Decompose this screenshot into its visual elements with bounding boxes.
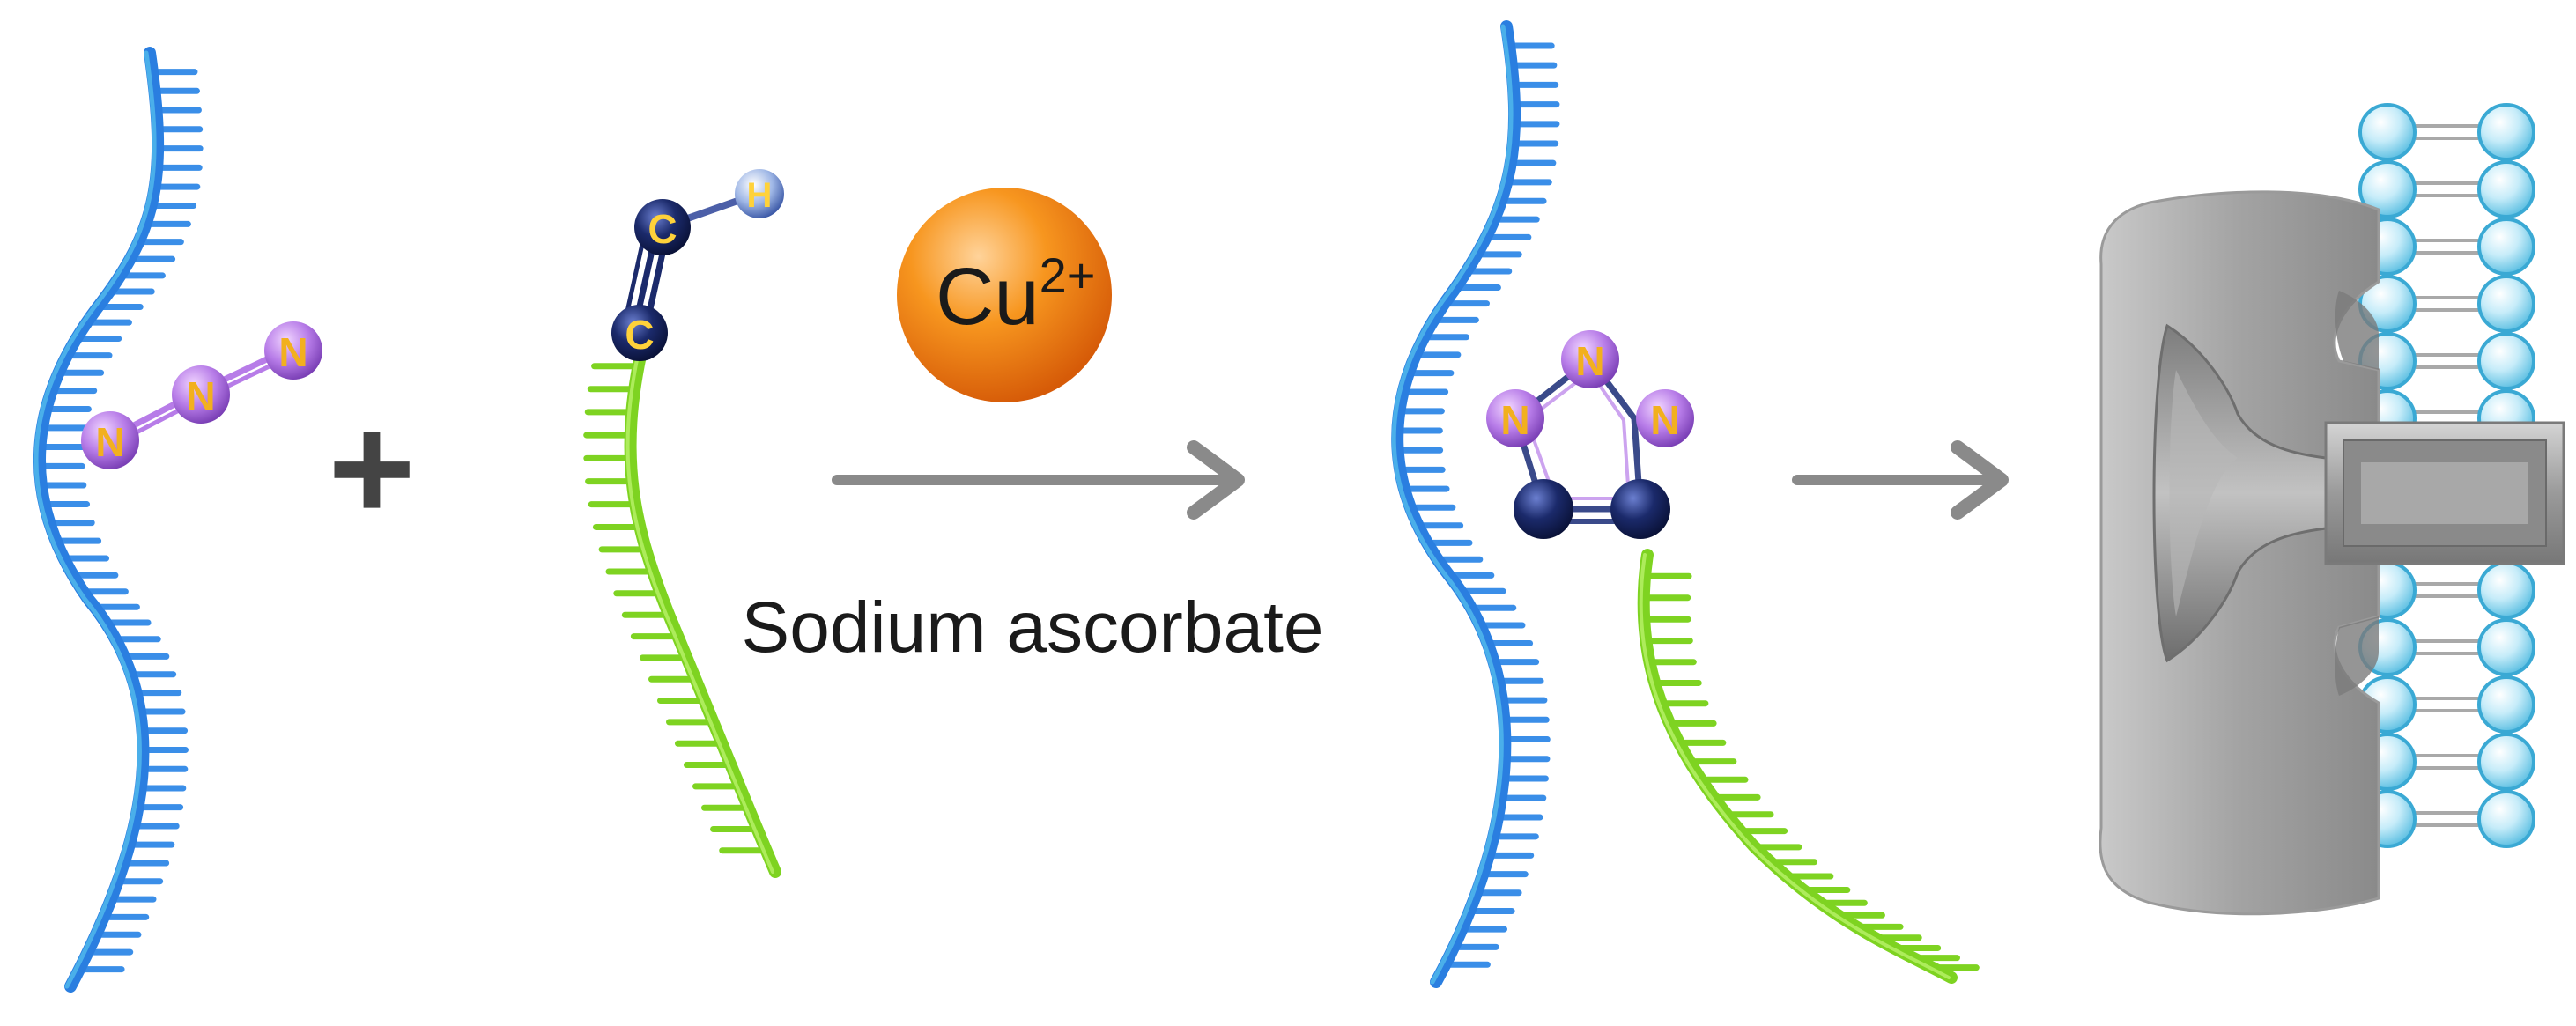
carbon-atom-icon [1610,479,1670,539]
atom-label-c2: C [648,206,677,252]
lipid-head-icon [2477,675,2535,734]
dna-strand-icon [33,47,204,993]
copper-ion-icon: Cu2+ [897,188,1112,402]
lipid-head-icon [2477,561,2535,619]
atom-label-n1: N [95,419,124,465]
plus-sign: + [328,385,415,552]
hydrogen-atom-icon: H [735,169,784,218]
lipid-head-icon [2477,733,2535,791]
nitrogen-atom-icon: N [264,321,322,380]
nitrogen-atom-icon: N [1636,389,1694,447]
atom-label-n2: N [186,373,215,419]
lipid-head-icon [2477,618,2535,676]
nitrogen-atom-icon: N [172,365,230,424]
triazole-label-n1: N [1575,338,1604,384]
lipid-head-icon [2477,103,2535,161]
dna-nanopore-icon [2099,190,2565,916]
lipid-head-icon [2477,790,2535,848]
atom-label-n3: N [278,329,307,375]
alkyne-group-icon: C C H [611,169,784,361]
nitrogen-atom-icon: N [1486,389,1544,447]
dna-strand-icon [1391,20,1560,988]
carbon-atom-icon: C [634,199,691,255]
dna-strand-icon [583,337,781,878]
lipid-head-icon [2477,275,2535,333]
lipid-head-icon [2358,160,2417,218]
carbon-atom-icon: C [611,305,668,361]
lipid-head-icon [2477,160,2535,218]
triazole-label-n2: N [1500,397,1529,443]
catalyst-element: Cu [936,252,1040,342]
reaction-arrow-icon [832,440,1245,520]
triazole-ring-icon: N N N [1486,330,1694,539]
lipid-head-icon [2477,218,2535,276]
azide-group-icon: N N N [81,321,322,469]
reaction-arrow-icon [1792,440,2009,520]
atom-label-h: H [747,176,773,215]
reagent-label: Sodium ascorbate [742,587,1324,668]
catalyst-charge: 2+ [1040,247,1096,303]
atom-label-c1: C [625,312,654,358]
lipid-head-icon [2477,332,2535,390]
nitrogen-atom-icon: N [1561,330,1619,388]
dna-strand-icon [1637,549,1980,984]
lipid-head-icon [2358,103,2417,161]
carbon-atom-icon [1514,479,1573,539]
triazole-label-n3: N [1650,397,1679,443]
nitrogen-atom-icon: N [81,411,139,469]
catalyst-label: Cu2+ [936,247,1095,342]
